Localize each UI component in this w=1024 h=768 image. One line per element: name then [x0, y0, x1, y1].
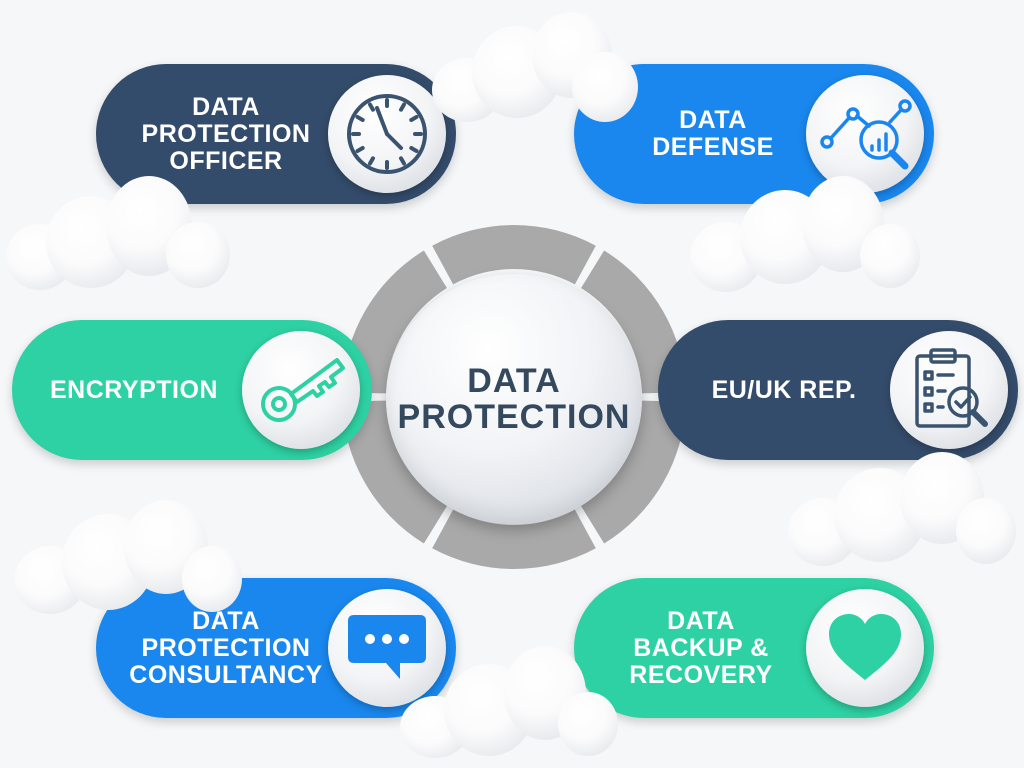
icon-badge	[890, 331, 1008, 449]
cloud-left-upper	[6, 176, 234, 294]
label-line: DATA	[192, 606, 260, 635]
label-line: OFFICER	[169, 146, 283, 175]
label-line: DEFENSE	[652, 133, 774, 161]
icon-badge	[806, 589, 924, 707]
checklist-clipboard-icon	[915, 348, 988, 428]
pill-data-protection-officer: DATA PROTECTION OFFICER	[96, 64, 456, 204]
pill-eu-uk-rep: EU/UK REP.	[658, 320, 1018, 460]
center-hub: DATA PROTECTION	[386, 274, 642, 524]
label-line: EU/UK REP.	[711, 375, 857, 404]
label-line: DATA	[192, 92, 260, 121]
pill-label: DATA PROTECTION OFFICER	[110, 64, 342, 204]
label-line: PROTECTION	[141, 119, 311, 148]
label-line: BACKUP &	[633, 633, 769, 662]
label-line: DATA	[667, 606, 735, 635]
label-line: DATA	[679, 106, 747, 134]
chat-bubble-icon	[348, 615, 426, 679]
pill-label: DATA BACKUP & RECOVERY	[588, 578, 814, 718]
heart-icon	[829, 614, 901, 680]
cloud-right-upper	[690, 176, 922, 296]
center-title-line1: DATA	[467, 362, 561, 400]
cloud-left-lower	[14, 500, 244, 618]
pill-label: DATA DEFENSE	[584, 64, 842, 204]
pill-label: DATA PROTECTION CONSULTANCY	[104, 578, 348, 718]
center-title-line2: PROTECTION	[397, 398, 631, 436]
pill-encryption: ENCRYPTION	[12, 320, 372, 460]
ring-segment	[342, 250, 447, 394]
pill-label: ENCRYPTION	[26, 320, 242, 460]
cloud-right-lower	[788, 452, 1018, 570]
ring-segment	[432, 224, 596, 285]
icon-badge	[328, 589, 446, 707]
cloud-bottom-center	[400, 646, 620, 764]
pill-label: EU/UK REP.	[672, 320, 896, 460]
cloud-top-center	[432, 12, 642, 132]
label-line: CONSULTANCY	[129, 660, 323, 689]
pill-data-backup-recovery: DATA BACKUP & RECOVERY	[574, 578, 934, 718]
ring-segment	[581, 400, 686, 544]
ring-segment	[581, 250, 686, 394]
icon-badge	[328, 75, 446, 193]
ring-segment	[432, 509, 596, 569]
label-line: ENCRYPTION	[50, 375, 218, 404]
icon-badge	[242, 331, 360, 449]
key-icon	[261, 358, 345, 422]
label-line: PROTECTION	[141, 633, 311, 662]
clock-icon	[347, 94, 427, 174]
pill-data-protection-consultancy: DATA PROTECTION CONSULTANCY	[96, 578, 456, 718]
icon-badge	[806, 75, 924, 193]
label-line: RECOVERY	[629, 660, 773, 689]
analytics-magnifier-icon	[820, 99, 912, 170]
ring-segment	[342, 400, 447, 544]
